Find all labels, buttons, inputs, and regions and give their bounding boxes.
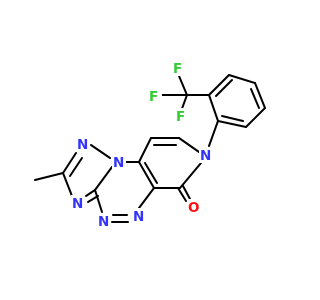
bond-phenyl-3-inner: [250, 88, 260, 109]
fluorine-atom-left: F: [149, 89, 158, 105]
triazine-nitrogen-atom-right: N: [133, 209, 144, 225]
triazole-nitrogen-atom-bottom: N: [72, 196, 83, 212]
fluorine-atom-top: F: [173, 61, 182, 77]
bond-phenyl-5: [217, 120, 247, 128]
carbonyl-oxygen-atom: O: [188, 200, 199, 216]
bond-phenyl-1: [208, 74, 230, 96]
bond-layer: [34, 74, 266, 223]
bond-phenyl-4: [245, 107, 266, 128]
bond-n-ch: [178, 137, 200, 153]
bond-n-c3a-inner: [87, 195, 99, 203]
bond-cf-top: [178, 75, 188, 96]
bond-ch-c9a: [138, 137, 152, 163]
ring-nitrogen-atom: N: [200, 148, 211, 164]
bond-phenyl-5-inner: [221, 115, 244, 122]
bond-n-c2-inner: [69, 157, 83, 177]
bond-c9a-c4a-inner: [144, 162, 158, 184]
bond-c2-n: [62, 172, 73, 197]
bond-n-c2: [62, 152, 77, 174]
bond-c4a-n: [138, 187, 155, 209]
canvas-background: [0, 0, 300, 300]
bond-phenyl-3: [254, 82, 266, 109]
bond-phenyl-1-inner: [215, 79, 233, 97]
bond-phenyl-6: [208, 94, 219, 122]
fluorine-atom-bottom: F: [176, 109, 185, 125]
bond-carbonyl-b: [182, 185, 191, 200]
bond-c9a-c4a: [138, 161, 155, 189]
bond-n-c3a: [94, 189, 103, 213]
bond-phenyl-n: [208, 120, 219, 147]
bond-c5-n: [179, 162, 202, 189]
atom-label-layer: F F F N O N N N N N N: [71, 60, 213, 230]
bridgehead-nitrogen-atom: N: [113, 155, 124, 171]
bond-n-c3a-2: [85, 189, 96, 197]
triazole-nitrogen-atom-top: N: [77, 137, 88, 153]
bond-c3a-n1: [94, 166, 113, 191]
bond-n1-n: [90, 144, 111, 159]
bond-carbonyl-a: [177, 187, 187, 202]
bond-phenyl-2: [228, 74, 256, 84]
molecule-structure-drawing: F F F N O N N N N N N: [0, 0, 300, 300]
triazine-nitrogen-atom-left: N: [98, 214, 109, 230]
bond-methyl: [34, 172, 64, 181]
